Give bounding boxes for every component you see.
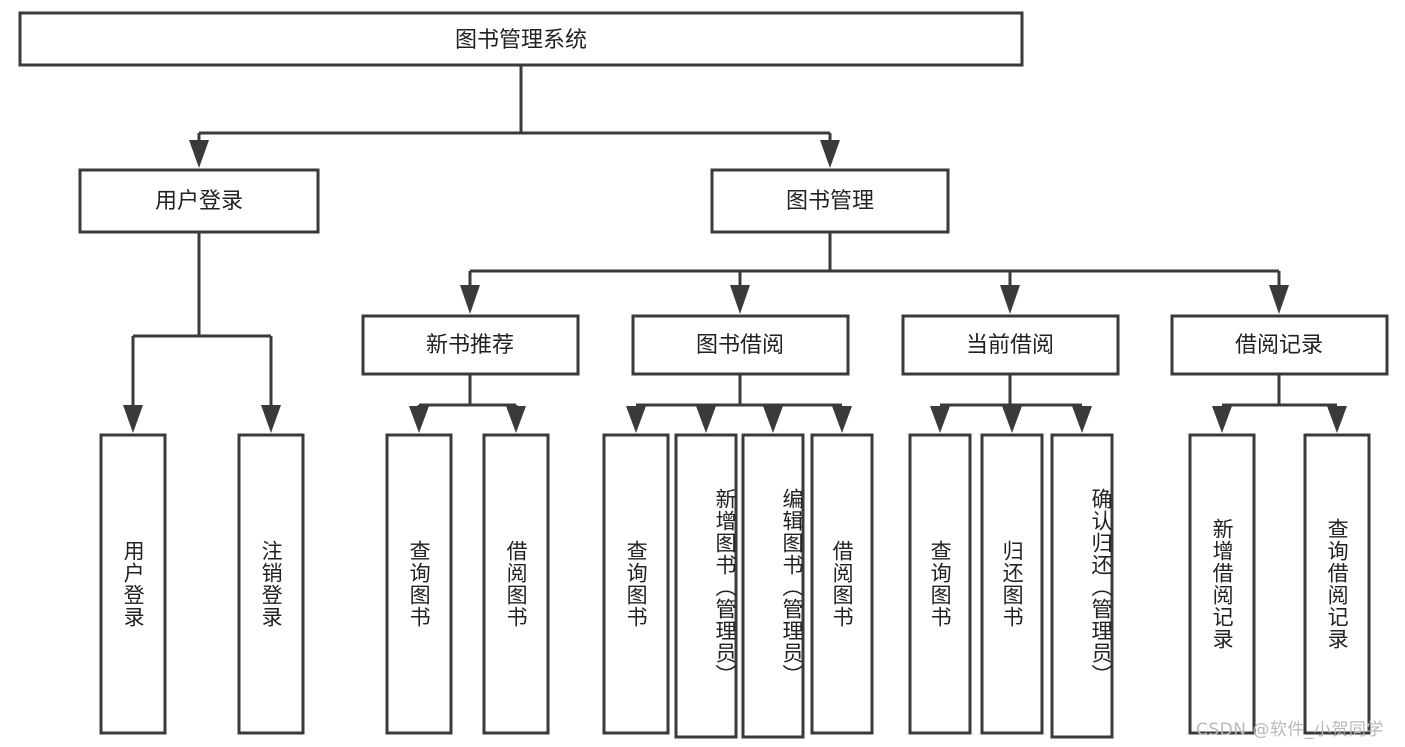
node-leaf-logout-login-box[interactable] <box>237 433 305 735</box>
node-user-login-box[interactable] <box>78 168 320 234</box>
node-user-login[interactable]: 用户登录 <box>78 168 320 234</box>
node-new-book-recommend-box[interactable] <box>361 314 580 376</box>
node-borrow-records-box[interactable] <box>1170 314 1389 376</box>
arrow-head-leaf-add-book <box>696 406 716 433</box>
node-leaf-borrow-book-box[interactable] <box>810 433 874 735</box>
arrow-head-leaf-borrow-book <box>832 406 852 433</box>
node-borrow-records-label: 借阅记录 <box>1235 333 1323 358</box>
node-leaf-edit-book-box[interactable] <box>741 433 805 739</box>
arrow-head-leaf-query-book-borrow <box>626 406 646 433</box>
node-book-management-label: 图书管理 <box>786 189 874 214</box>
arrow-head-leaf-add-record <box>1212 406 1232 433</box>
node-borrow-records[interactable]: 借阅记录 <box>1170 314 1389 376</box>
arrow-head-user-login <box>189 140 209 168</box>
csdn-watermark: CSDN @软件_小贺同学 <box>1196 720 1384 740</box>
node-book-management-box[interactable] <box>710 168 950 234</box>
connector-layer <box>123 65 1347 433</box>
node-new-book-recommend-label: 新书推荐 <box>426 333 514 358</box>
arrow-head-leaf-query-record <box>1327 406 1347 433</box>
arrow-head-leaf-confirm-return <box>1072 406 1092 433</box>
node-book-management[interactable]: 图书管理 <box>710 168 950 234</box>
node-user-login-label: 用户登录 <box>155 189 243 214</box>
node-leaf-query-book-current-box[interactable] <box>908 433 972 735</box>
node-root-label: 图书管理系统 <box>455 28 587 53</box>
arrow-head-leaf-logout-login <box>261 405 281 433</box>
node-root-box[interactable] <box>18 11 1024 67</box>
node-current-borrow-label: 当前借阅 <box>966 333 1054 358</box>
node-leaf-query-record-box[interactable] <box>1303 433 1371 735</box>
arrow-head-current-borrow <box>1000 285 1020 314</box>
arrow-head-new-book-recommend <box>460 285 480 314</box>
leaf-box-layer <box>99 433 1371 739</box>
node-book-borrow-label: 图书借阅 <box>696 333 784 358</box>
arrow-head-leaf-edit-book <box>763 406 783 433</box>
node-leaf-query-book-rec-box[interactable] <box>385 433 453 735</box>
node-leaf-add-record-box[interactable] <box>1188 433 1256 735</box>
arrow-head-book-borrow <box>730 285 750 314</box>
arrow-head-leaf-borrow-book-rec <box>506 406 526 433</box>
arrow-head-book-management <box>820 140 840 168</box>
node-root[interactable]: 图书管理系统 <box>18 11 1024 67</box>
node-new-book-recommend[interactable]: 新书推荐 <box>361 314 580 376</box>
node-leaf-query-book-borrow-box[interactable] <box>602 433 670 735</box>
arrow-head-leaf-query-book-rec <box>409 406 429 433</box>
arrow-head-borrow-records <box>1269 285 1289 314</box>
node-leaf-return-book-box[interactable] <box>980 433 1044 735</box>
node-current-borrow[interactable]: 当前借阅 <box>901 314 1120 376</box>
node-leaf-borrow-book-rec-box[interactable] <box>482 433 550 735</box>
node-book-borrow-box[interactable] <box>631 314 850 376</box>
arrow-head-leaf-query-book-current <box>930 406 950 433</box>
node-book-borrow[interactable]: 图书借阅 <box>631 314 850 376</box>
node-current-borrow-box[interactable] <box>901 314 1120 376</box>
node-leaf-user-login-box[interactable] <box>99 433 167 735</box>
arrow-head-leaf-return-book <box>1002 406 1022 433</box>
node-leaf-confirm-return-box[interactable] <box>1050 433 1114 739</box>
node-leaf-add-book-box[interactable] <box>674 433 738 739</box>
arrow-head-leaf-user-login <box>123 405 143 433</box>
